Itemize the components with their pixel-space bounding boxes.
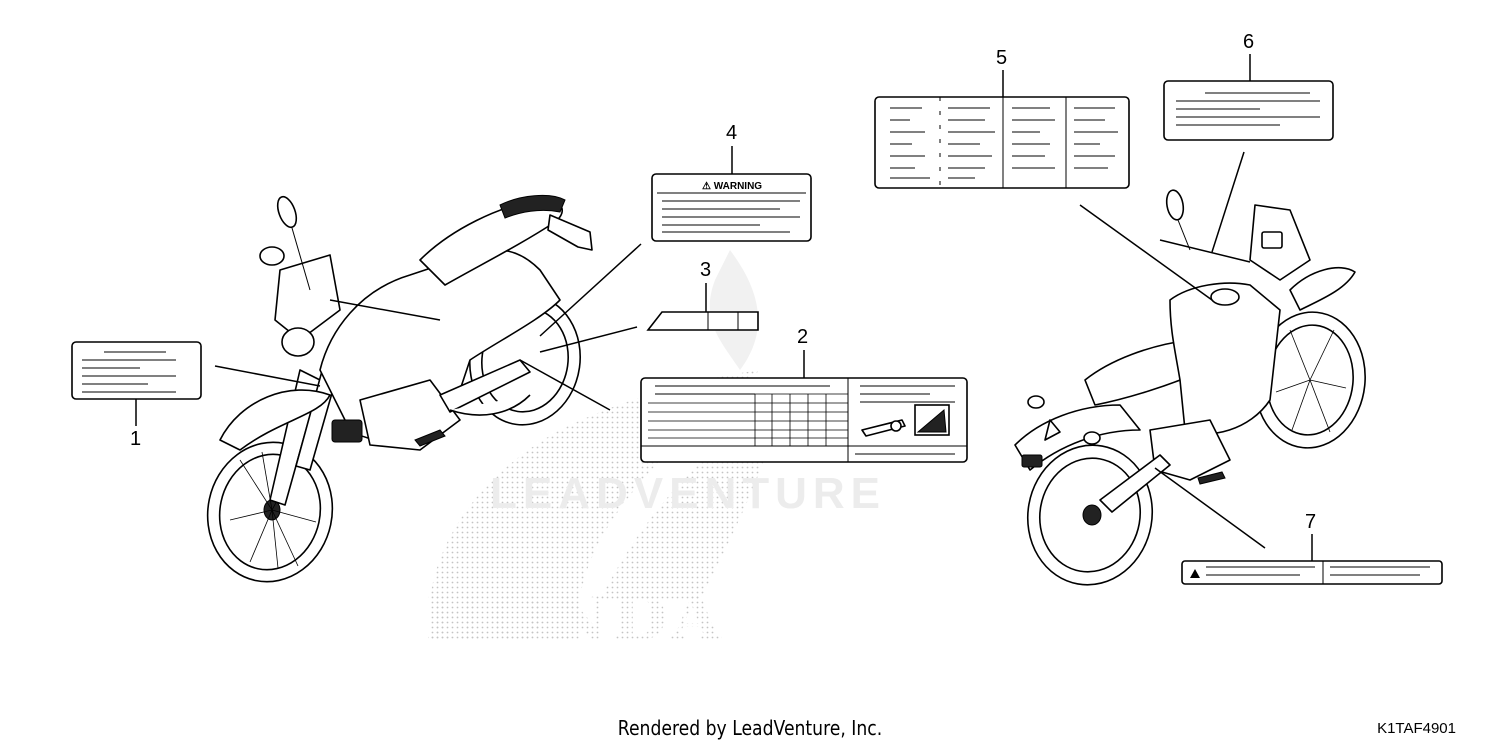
- leader-line-6: [1211, 151, 1245, 253]
- callout-3: 3: [700, 259, 711, 281]
- leader-line-1: [214, 365, 321, 387]
- leader-line-4: [539, 243, 642, 337]
- leader-line-7: [1154, 467, 1266, 549]
- callout-1: 1: [130, 428, 141, 450]
- watermark-brand: HONDA: [425, 581, 725, 656]
- label-6: [1163, 80, 1334, 141]
- label-2: [640, 377, 968, 463]
- label-5: [874, 96, 1130, 189]
- leader-line-3: [539, 326, 638, 353]
- callout-7: 7: [1305, 511, 1316, 533]
- callout-2: 2: [797, 326, 808, 348]
- motorcycle-front-view: [206, 195, 593, 583]
- label-7: [1181, 560, 1443, 585]
- callout-5: 5: [996, 47, 1007, 69]
- leader-line-5: [1079, 204, 1213, 301]
- leader-line-2: [519, 359, 611, 411]
- label-3: [646, 311, 759, 331]
- callout-4: 4: [726, 122, 737, 144]
- motorcycle-rear-view: [1014, 189, 1366, 586]
- watermark-text: LEADVENTURE: [490, 469, 886, 518]
- label-1: [71, 341, 202, 400]
- rendered-by-credit: Rendered by LeadVenture, Inc.: [617, 716, 883, 740]
- label-4: ⚠ WARNING: [651, 173, 812, 242]
- diagram-code: K1TAF4901: [1377, 720, 1456, 737]
- callout-6: 6: [1243, 31, 1254, 53]
- warning-label-text: ⚠ WARNING: [702, 181, 762, 192]
